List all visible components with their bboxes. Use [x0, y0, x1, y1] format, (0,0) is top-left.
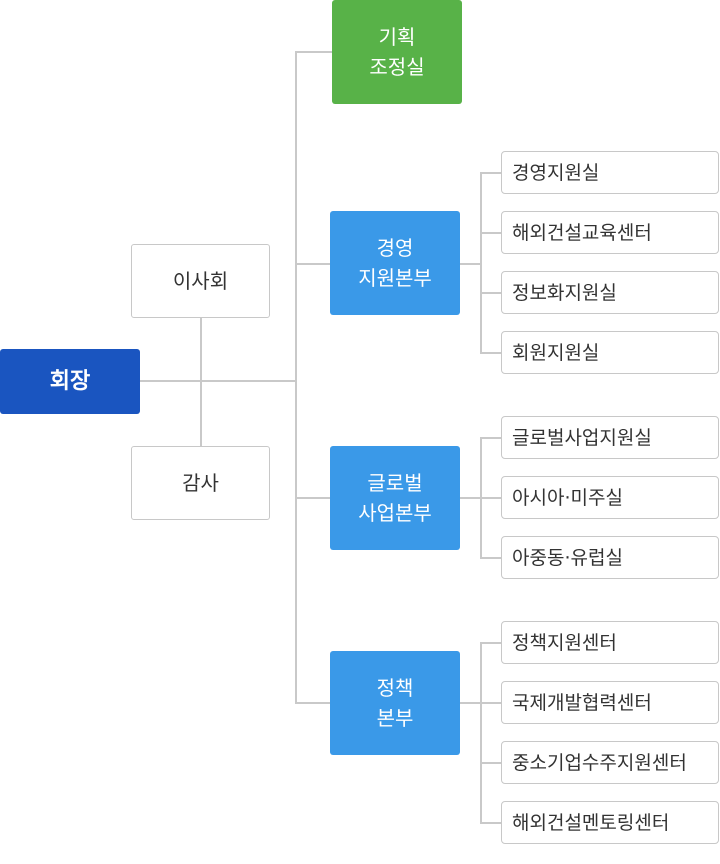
unit-box: 회원지원실	[501, 331, 719, 374]
unit-box: 아중동·유럽실	[501, 536, 719, 579]
connector-line	[480, 437, 501, 439]
connector-line	[460, 702, 481, 704]
unit-box: 경영지원실	[501, 151, 719, 194]
connector-line	[295, 497, 330, 499]
connector-line	[480, 642, 482, 823]
unit-box: 글로벌사업지원실	[501, 416, 719, 459]
division-management-box: 경영 지원본부	[330, 211, 460, 315]
unit-box: 해외건설멘토링센터	[501, 801, 719, 844]
unit-box: 정책지원센터	[501, 621, 719, 664]
connector-line	[480, 232, 501, 234]
connector-line	[480, 292, 501, 294]
division-planning-box: 기획 조정실	[332, 0, 462, 104]
unit-box: 아시아·미주실	[501, 476, 719, 519]
connector-line	[200, 318, 202, 446]
unit-box: 해외건설교육센터	[501, 211, 719, 254]
audit-box: 감사	[131, 446, 270, 520]
connector-line	[295, 263, 330, 265]
division-policy-box: 정책 본부	[330, 651, 460, 755]
connector-line	[480, 642, 501, 644]
connector-line	[480, 172, 482, 353]
unit-box: 중소기업수주지원센터	[501, 741, 719, 784]
connector-line	[480, 762, 501, 764]
connector-line	[480, 172, 501, 174]
connector-line	[480, 352, 501, 354]
division-global-box: 글로벌 사업본부	[330, 446, 460, 550]
connector-line	[295, 51, 332, 53]
unit-box: 정보화지원실	[501, 271, 719, 314]
connector-line	[295, 702, 330, 704]
connector-line	[480, 557, 501, 559]
connector-line	[295, 51, 297, 704]
connector-line	[460, 497, 481, 499]
connector-line	[480, 702, 501, 704]
connector-line	[480, 822, 501, 824]
connector-line	[460, 263, 481, 265]
unit-box: 국제개발협력센터	[501, 681, 719, 724]
board-box: 이사회	[131, 244, 270, 318]
connector-line	[140, 380, 296, 382]
president-box: 회장	[0, 349, 140, 414]
connector-line	[480, 497, 501, 499]
